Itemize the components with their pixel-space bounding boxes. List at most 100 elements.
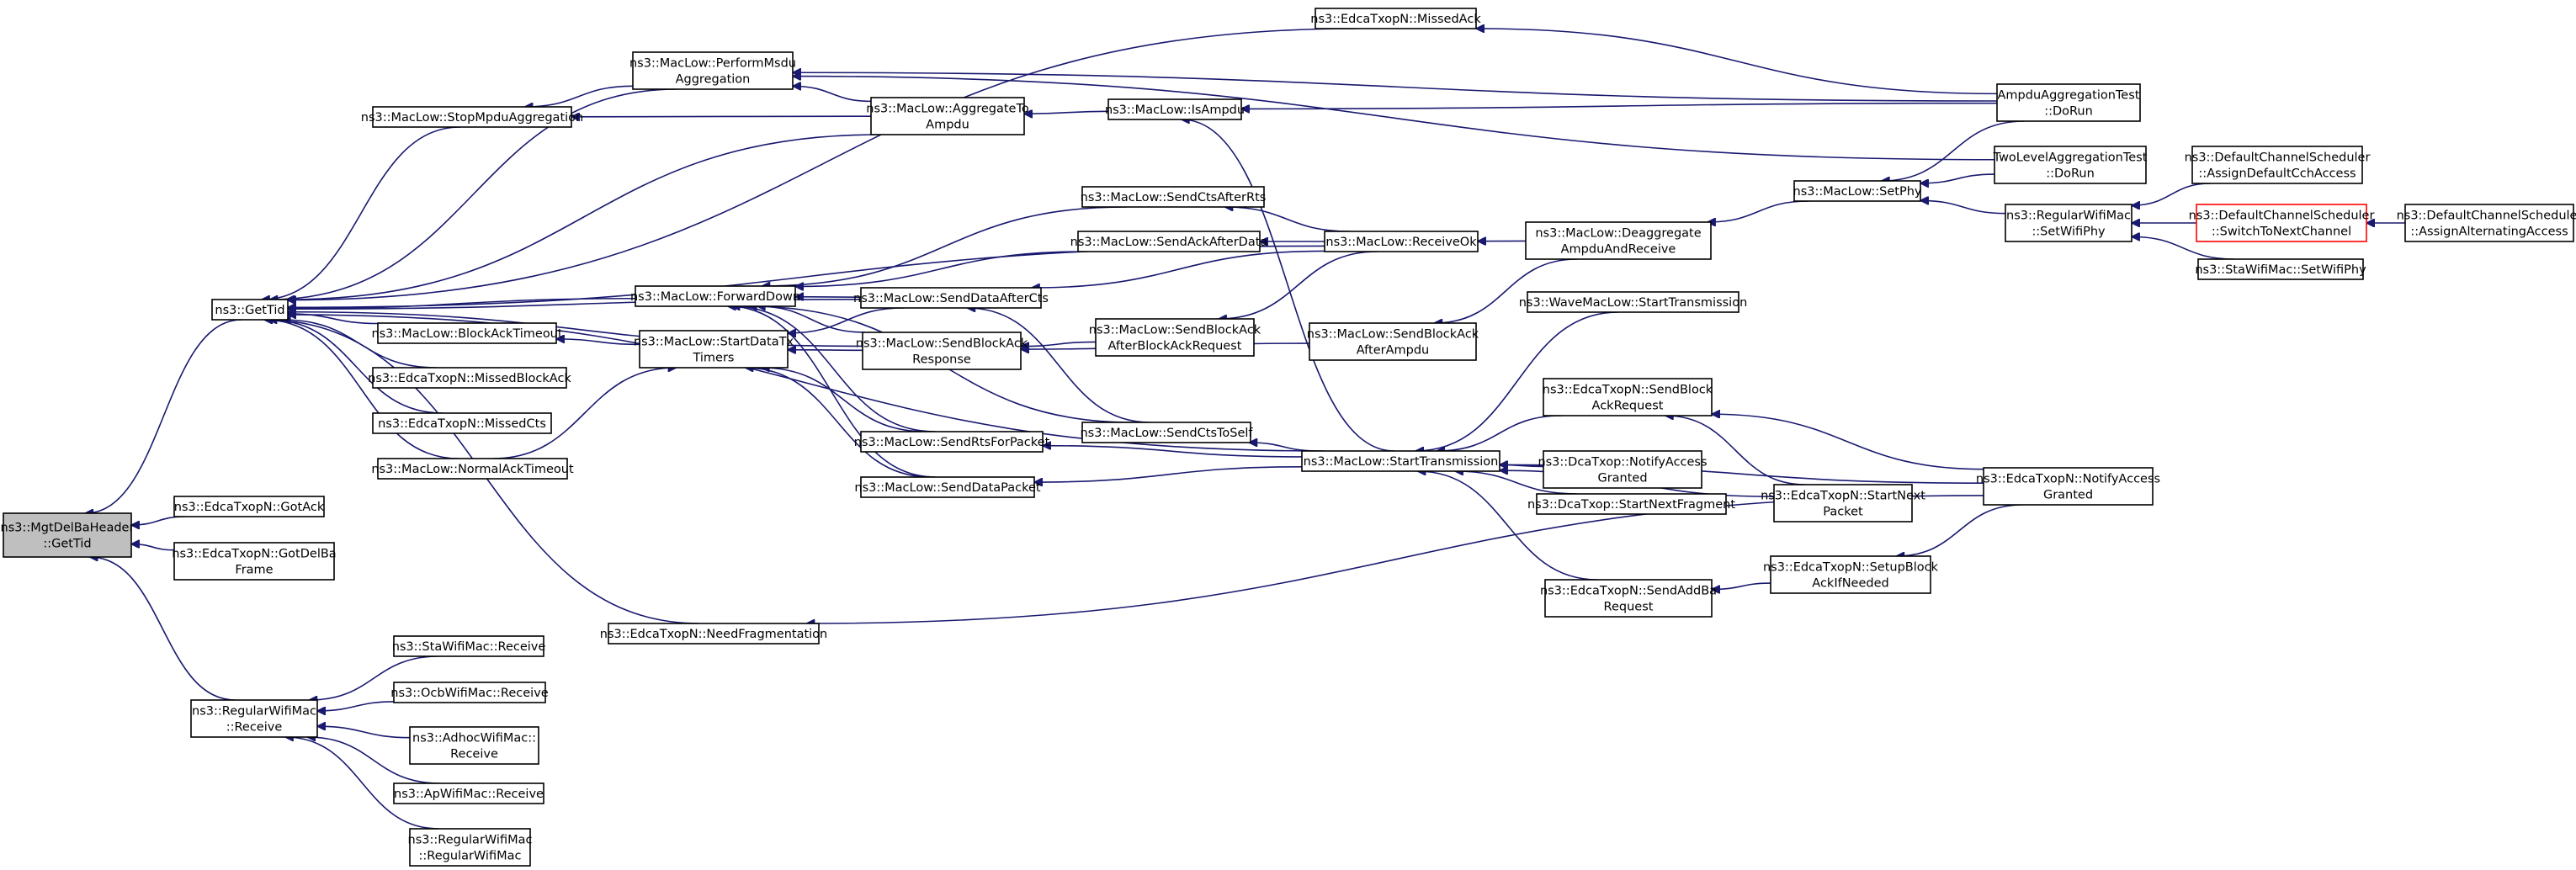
graph-node[interactable]: ns3::MacLow::SendCtsToSelf [1080,422,1253,443]
node-box[interactable] [2404,204,2574,242]
node-box[interactable] [1994,146,2147,184]
node-box[interactable] [1081,422,1251,443]
node-box[interactable] [173,542,335,581]
graph-node[interactable]: ns3::GetTid [211,299,289,321]
node-box[interactable] [1983,467,2154,506]
node-box[interactable] [1324,231,1479,252]
node-box[interactable] [3,512,132,558]
node-box[interactable] [409,828,531,867]
node-box[interactable] [1095,318,1255,357]
graph-node[interactable]: ns3::MacLow::SendDataAfterCts [853,287,1049,309]
node-box[interactable] [1536,493,1727,515]
graph-node[interactable]: ns3::RegularWifiMac::SetWifiPhy [2005,204,2133,242]
graph-node[interactable]: ns3::MacLow::SendAckAfterData [1070,231,1268,252]
graph-node[interactable]: ns3::MacLow::StartTransmission [1301,450,1500,472]
node-box[interactable] [2005,204,2133,242]
graph-node[interactable]: ns3::RegularWifiMac::RegularWifiMac [408,828,533,867]
graph-node[interactable]: ns3::MacLow::SendBlockAckAfterBlockAckRe… [1089,318,1261,357]
graph-node[interactable]: ns3::MacLow::IsAmpdu [1105,98,1245,120]
node-box[interactable] [393,782,544,804]
node-box[interactable] [860,476,1035,498]
graph-node[interactable]: ns3::EdcaTxopN::MissedAck [1310,8,1481,29]
graph-node[interactable]: ns3::EdcaTxopN::NeedFragmentation [600,623,827,645]
graph-node[interactable]: ns3::StaWifiMac::Receive [392,635,546,657]
node-box[interactable] [211,299,289,321]
node-box[interactable] [1301,450,1500,472]
graph-node[interactable]: ns3::MacLow::ForwardDown [630,285,800,307]
graph-node[interactable]: AmpduAggregationTest::DoRun [1996,83,2141,122]
node-box[interactable] [1081,186,1265,208]
graph-node[interactable]: ns3::MacLow::SendRtsForPacket [854,431,1050,453]
graph-node[interactable]: ns3::DefaultChannelScheduler::SwitchToNe… [2189,204,2375,242]
node-box[interactable] [1315,8,1477,29]
node-box[interactable] [1107,98,1242,120]
node-box[interactable] [1996,83,2141,122]
graph-node[interactable]: ns3::MacLow::NormalAckTimeout [371,458,574,480]
node-box[interactable] [1527,291,1739,313]
node-box[interactable] [639,330,789,369]
node-box[interactable] [377,458,568,480]
node-box[interactable] [1793,180,1921,202]
graph-node[interactable]: ns3::OcbWifiMac::Receive [390,682,549,703]
node-box[interactable] [632,51,794,90]
node-box[interactable] [190,699,318,738]
node-box[interactable] [372,412,552,434]
graph-node[interactable]: ns3::EdcaTxopN::GotAck [173,496,325,517]
node-box[interactable] [173,496,325,517]
node-box[interactable] [372,367,567,389]
graph-node[interactable]: ns3::DefaultChannelScheduler::AssignDefa… [2185,146,2371,184]
node-box[interactable] [608,623,820,645]
graph-node[interactable]: ns3::MacLow::SetPhy [1793,180,1922,202]
node-box[interactable] [393,635,544,657]
node-box[interactable] [860,431,1044,453]
node-box[interactable] [860,287,1042,309]
graph-node[interactable]: ns3::StaWifiMac::SetWifiPhy [2195,258,2366,280]
graph-node[interactable]: ns3::MacLow::ReceiveOk [1324,231,1479,252]
node-box[interactable] [1773,484,1913,523]
node-box[interactable] [1770,555,1931,594]
node-box[interactable] [870,97,1025,135]
node-box[interactable] [635,285,796,307]
node-box[interactable] [2197,258,2364,280]
graph-node[interactable]: ns3::MacLow::StopMpduAggregation [361,106,583,128]
graph-node[interactable]: TwoLevelAggregationTest::DoRun [1993,146,2148,184]
graph-node[interactable]: ns3::MacLow::SendCtsAfterRts [1081,186,1267,208]
graph-node[interactable]: ns3::AdhocWifiMac::Receive [409,726,539,765]
node-box[interactable] [1309,322,1477,361]
graph-node[interactable]: ns3::MgtDelBaHeader::GetTid [1,512,135,558]
node-box[interactable] [1525,221,1712,260]
graph-node[interactable]: ns3::WaveMacLow::StartTransmission [1519,291,1748,313]
graph-node[interactable]: ns3::EdcaTxopN::MissedBlockAck [368,367,571,389]
node-box[interactable] [372,106,572,128]
node-box[interactable] [2191,146,2363,184]
graph-node[interactable]: ns3::MacLow::SendDataPacket [854,476,1041,498]
node-box[interactable] [1077,231,1261,252]
node-box[interactable] [862,332,1022,370]
node-box[interactable] [377,322,557,344]
node-box[interactable] [409,726,539,765]
graph-node[interactable]: ns3::EdcaTxopN::MissedCts [372,412,552,434]
graph-node[interactable]: ns3::RegularWifiMac::Receive [190,699,318,738]
graph-node[interactable]: ns3::DcaTxop::StartNextFragment [1527,493,1735,515]
node-box[interactable] [1543,450,1702,489]
graph-node[interactable]: ns3::ApWifiMac::Receive [393,782,544,804]
graph-node[interactable]: ns3::DefaultChannelScheduler::AssignAlte… [2397,204,2576,242]
node-box[interactable] [2196,204,2367,242]
graph-node[interactable]: ns3::MacLow::BlockAckTimeout [371,322,563,344]
node-box[interactable] [1544,579,1713,618]
node-box[interactable] [393,682,546,703]
node-box[interactable] [1543,378,1713,416]
